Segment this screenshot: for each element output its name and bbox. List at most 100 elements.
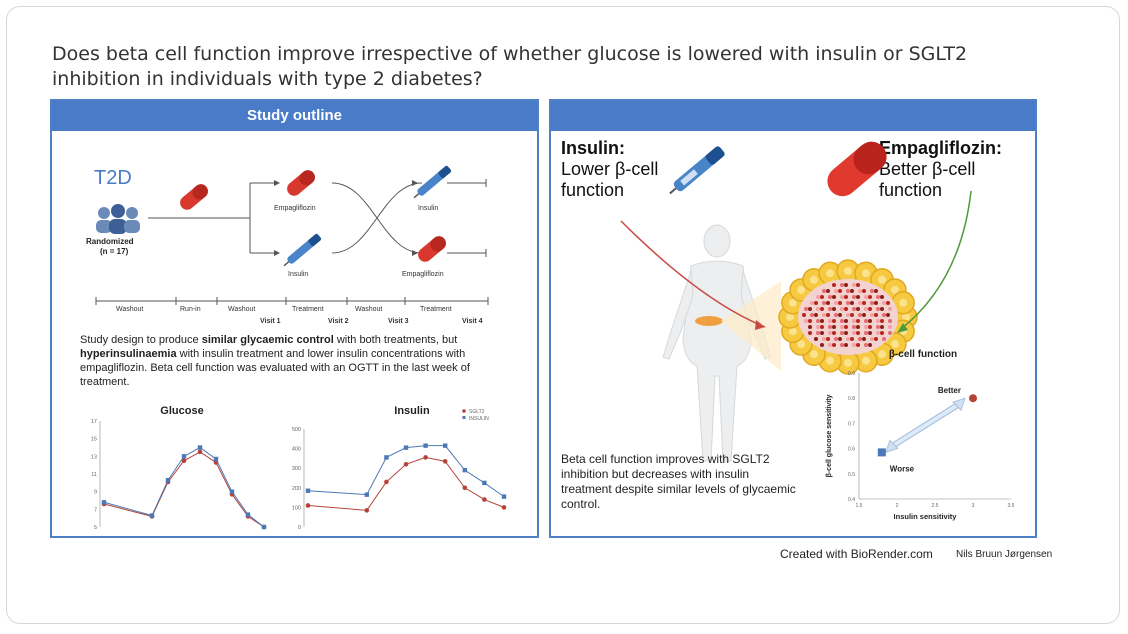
conclusion-text: Beta cell function improves with SGLT2 i… bbox=[561, 452, 796, 511]
y-tick-label: 7 bbox=[94, 507, 97, 513]
data-point bbox=[197, 445, 203, 450]
series-line bbox=[307, 445, 505, 498]
empagliflozin-title: Empagliflozin: bbox=[879, 138, 1002, 158]
annotation-label: Better bbox=[938, 386, 961, 395]
data-point bbox=[482, 480, 487, 486]
timeline-label: Treatment bbox=[292, 306, 324, 313]
legend-label: SGLT2 bbox=[469, 409, 485, 415]
visit-label: Visit 2 bbox=[328, 318, 349, 325]
y-tick-label: 17 bbox=[91, 419, 97, 425]
insulin-pen-icon bbox=[283, 233, 322, 267]
insulin-pen-icon bbox=[669, 146, 725, 195]
panel-header bbox=[551, 101, 1035, 131]
results-panel: Insulin: Lower β-cell function Empaglifl… bbox=[549, 99, 1037, 538]
timeline-label: Treatment bbox=[420, 306, 452, 313]
y-tick-label: 200 bbox=[292, 486, 301, 492]
y-tick-label: 500 bbox=[292, 427, 301, 433]
x-tick-label: 1.5 bbox=[856, 503, 863, 509]
arm-label: Empagliflozin bbox=[402, 271, 444, 278]
data-point bbox=[305, 488, 311, 493]
y-tick-label: 0.8 bbox=[848, 396, 855, 402]
data-point bbox=[442, 459, 448, 464]
study-description: Study design to produce similar glycaemi… bbox=[80, 334, 470, 388]
chart-title: Glucose bbox=[160, 405, 203, 417]
data-point bbox=[501, 494, 507, 499]
y-tick-label: 300 bbox=[292, 466, 301, 472]
data-point bbox=[403, 445, 409, 450]
data-point bbox=[364, 508, 370, 513]
n-label: (n = 17) bbox=[100, 247, 129, 256]
study-design-diagram bbox=[95, 165, 489, 305]
y-tick-label: 400 bbox=[292, 447, 301, 453]
biorender-credit: Created with BioRender.com bbox=[780, 547, 933, 561]
data-point bbox=[305, 503, 311, 508]
data-point bbox=[364, 492, 369, 497]
y-tick-label: 5 bbox=[94, 525, 97, 531]
arm-label: Insulin bbox=[288, 271, 309, 278]
t2d-label: T2D bbox=[94, 167, 132, 189]
empagliflozin-text: Better β-cell function bbox=[879, 159, 976, 200]
x-axis-label: Insulin sensitivity bbox=[894, 512, 958, 521]
x-tick-label: 3.5 bbox=[1008, 503, 1015, 509]
data-point bbox=[462, 467, 467, 473]
data-point bbox=[181, 458, 187, 464]
y-tick-label: 0 bbox=[298, 525, 301, 531]
people-icon bbox=[96, 204, 140, 234]
y-tick-label: 0.5 bbox=[848, 472, 855, 478]
randomized-label: Randomized bbox=[86, 237, 134, 246]
data-point bbox=[101, 500, 107, 505]
y-tick-label: 0.7 bbox=[848, 421, 855, 427]
data-point bbox=[501, 505, 507, 510]
green-arrow bbox=[900, 190, 972, 330]
magnifier-wedge bbox=[721, 281, 781, 371]
data-point bbox=[213, 456, 219, 462]
arm-label: Insulin bbox=[418, 205, 439, 212]
series-line bbox=[103, 451, 265, 528]
data-point bbox=[969, 394, 977, 403]
pill-icon bbox=[180, 184, 208, 210]
annotation-label: Worse bbox=[890, 464, 915, 473]
glucose-chart: Glucose 5 7 9 11 13 15 17 bbox=[91, 405, 267, 531]
data-point bbox=[229, 489, 235, 494]
y-tick-label: 0.6 bbox=[848, 447, 855, 453]
data-point bbox=[245, 512, 251, 517]
visit-label: Visit 3 bbox=[388, 318, 409, 325]
data-point bbox=[482, 497, 487, 502]
data-point bbox=[197, 449, 203, 455]
x-tick-label: 2.5 bbox=[932, 503, 939, 509]
pill-icon bbox=[287, 170, 315, 196]
insulin-pen-icon bbox=[413, 165, 452, 199]
data-point bbox=[149, 513, 155, 518]
y-tick-label: 9 bbox=[94, 490, 97, 496]
pill-icon bbox=[827, 141, 887, 197]
legend-marker bbox=[462, 409, 466, 413]
pancreas-icon bbox=[695, 316, 723, 326]
page-title: Does beta cell function improve irrespec… bbox=[52, 43, 968, 90]
y-tick-label: 15 bbox=[91, 437, 97, 443]
data-point bbox=[165, 477, 171, 483]
data-point bbox=[403, 461, 409, 467]
y-tick-label: 0.4 bbox=[848, 497, 855, 503]
legend-marker bbox=[462, 416, 466, 419]
x-tick-label: 2 bbox=[896, 503, 899, 509]
insulin-title: Insulin: bbox=[561, 138, 625, 158]
data-point bbox=[443, 443, 448, 448]
study-outline-panel: Study outline bbox=[50, 99, 539, 538]
pancreatic-islet-icon bbox=[778, 259, 918, 375]
data-point bbox=[384, 455, 389, 460]
data-point bbox=[462, 485, 468, 491]
data-point bbox=[423, 455, 428, 460]
data-point bbox=[423, 443, 428, 448]
visit-label: Visit 1 bbox=[260, 318, 281, 325]
timeline-label: Washout bbox=[355, 306, 383, 313]
timeline-label: Washout bbox=[228, 306, 256, 313]
arm-label: Empagliflozin bbox=[274, 205, 316, 212]
data-point bbox=[877, 448, 886, 457]
panel-header: Study outline bbox=[52, 101, 537, 131]
chart-title: Insulin bbox=[394, 405, 430, 417]
y-tick-label: 11 bbox=[91, 472, 97, 478]
y-tick-label: 13 bbox=[91, 454, 97, 460]
visit-label: Visit 4 bbox=[462, 318, 483, 325]
data-point bbox=[261, 524, 267, 530]
